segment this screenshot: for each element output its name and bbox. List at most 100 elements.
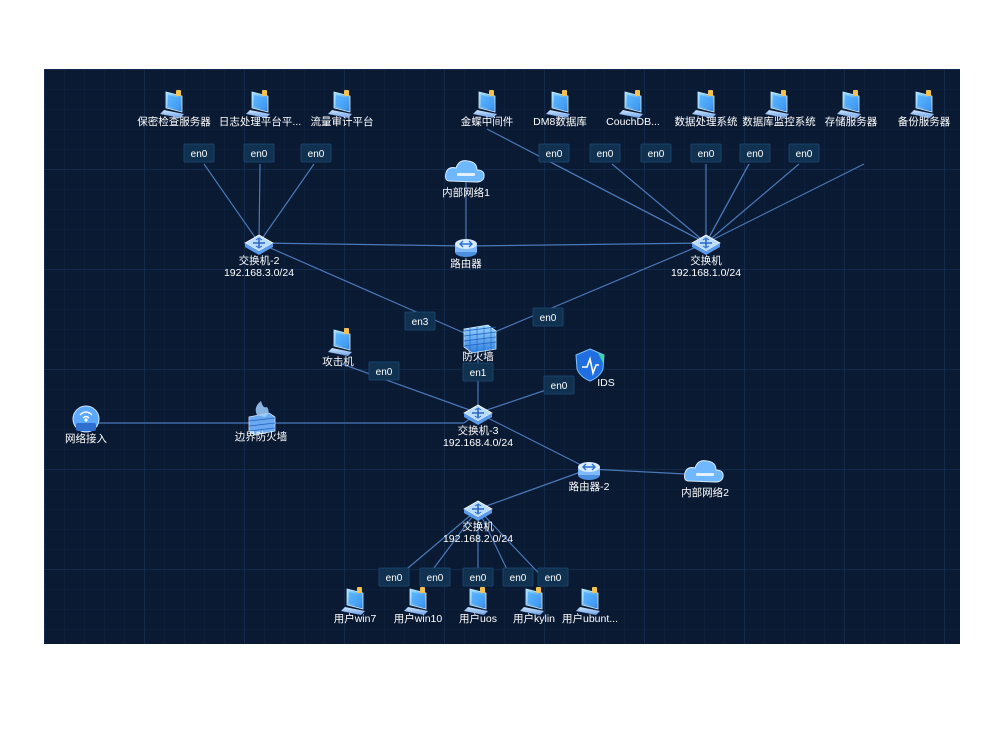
monitor-icon	[765, 90, 789, 118]
interface-tag: en0	[462, 567, 494, 587]
link-sw2-fw[interactable]	[258, 242, 479, 340]
node-fw[interactable]: 防火墙	[462, 324, 497, 363]
interface-tag-label: en0	[427, 573, 444, 584]
node-subnet: 192.168.4.0/24	[443, 437, 513, 449]
link-jiankong-sw1[interactable]	[705, 163, 750, 244]
node-ids[interactable]: IDS	[575, 348, 615, 389]
interface-tag-label: en0	[545, 573, 562, 584]
router-icon	[455, 239, 477, 257]
node-jiankong[interactable]: 数据库监控系统	[742, 90, 816, 128]
link-dm8-sw1[interactable]	[553, 163, 707, 244]
link-cunchu-sw1[interactable]	[705, 163, 800, 244]
link-ids-sw3[interactable]	[477, 388, 550, 414]
interface-tag: en0	[300, 143, 332, 163]
node-win10[interactable]: 用户win10	[394, 587, 443, 625]
monitor-icon	[546, 90, 570, 118]
node-label: CouchDB...	[606, 116, 660, 128]
interface-tag: en0	[502, 567, 534, 587]
interface-tag: en0	[739, 143, 771, 163]
node-cunchu[interactable]: 存储服务器	[825, 90, 878, 128]
interface-tag: en0	[378, 567, 410, 587]
nodes-layer: 保密检查服务器日志处理平台平... 流量审计平台 金蝶中间件 DM8数据库 CouchD…	[65, 90, 951, 625]
node-label: 用户win10	[394, 612, 443, 625]
node-gongji[interactable]: 攻击机	[322, 328, 354, 368]
interface-tag: en0	[538, 143, 570, 163]
grid-background	[44, 69, 960, 644]
link-rizhi-sw2[interactable]	[258, 163, 261, 244]
node-shuju[interactable]: 数据处理系统	[675, 90, 738, 128]
interface-tag-label: en0	[698, 149, 715, 160]
link-baomi-sw2[interactable]	[203, 163, 260, 244]
node-label: 交换机	[462, 520, 494, 533]
interface-tag-label: en0	[546, 149, 563, 160]
link-sw1-fw[interactable]	[477, 242, 707, 340]
interface-tag-label: en0	[796, 149, 813, 160]
node-label: 路由器	[450, 257, 482, 270]
node-neibu1[interactable]: 内部网络1	[442, 160, 490, 199]
node-label: 用户uos	[459, 612, 497, 625]
monitor-icon	[473, 90, 497, 118]
node-beifen[interactable]: 备份服务器	[898, 90, 951, 128]
link-sw2-luyou[interactable]	[258, 242, 467, 247]
node-ubuntu[interactable]: 用户ubunt...	[562, 587, 618, 625]
link-liuliang-sw2[interactable]	[258, 163, 315, 244]
link-couch-sw1[interactable]	[611, 163, 707, 244]
monitor-icon	[520, 587, 544, 615]
interface-tag-label: en0	[540, 313, 557, 324]
interface-tag: en0	[788, 143, 820, 163]
interface-tag-label: en0	[510, 573, 527, 584]
node-subnet: 192.168.3.0/24	[224, 267, 294, 279]
node-label: 交换机-3	[458, 424, 499, 437]
link-gongji-sw3[interactable]	[341, 363, 479, 414]
interface-tag: en3	[404, 311, 436, 331]
shield-icon	[575, 348, 605, 382]
topology-diagram[interactable]: 保密检查服务器日志处理平台平... 流量审计平台 金蝶中间件 DM8数据库 CouchD…	[44, 69, 960, 644]
monitor-icon	[837, 90, 861, 118]
interface-tag: en0	[690, 143, 722, 163]
node-dm8[interactable]: DM8数据库	[533, 90, 587, 128]
node-bianjie[interactable]: 边界防火墙	[235, 401, 288, 443]
link-luyou2-sw4[interactable]	[477, 468, 590, 510]
node-luyou2[interactable]: 路由器-2	[569, 462, 610, 493]
monitor-icon	[341, 587, 365, 615]
border-firewall-icon	[248, 401, 276, 436]
node-subnet: 192.168.1.0/24	[671, 267, 741, 279]
switch-icon	[691, 234, 721, 255]
node-label: 交换机-2	[239, 254, 280, 267]
monitor-icon	[160, 90, 184, 118]
node-neibu2[interactable]: 内部网络2	[681, 460, 729, 499]
node-rizhi[interactable]: 日志处理平台平...	[219, 90, 301, 128]
node-label: 数据处理系统	[675, 115, 738, 128]
interface-tag: en0	[589, 143, 621, 163]
node-jindie[interactable]: 金蝶中间件	[461, 90, 514, 128]
interface-tag: en0	[368, 361, 400, 381]
node-wangluo[interactable]: 网络接入	[65, 405, 107, 445]
link-sw3-luyou2[interactable]	[477, 412, 590, 470]
switch-icon	[244, 234, 274, 255]
interface-tag: en0	[640, 143, 672, 163]
interface-tag-label: en3	[412, 317, 429, 328]
node-liuliang[interactable]: 流量审计平台	[311, 90, 374, 128]
node-label: 攻击机	[322, 355, 354, 368]
topology-canvas[interactable]: 保密检查服务器日志处理平台平... 流量审计平台 金蝶中间件 DM8数据库 CouchD…	[44, 69, 960, 644]
interface-tag-label: en0	[470, 573, 487, 584]
link-beifen-sw1[interactable]	[705, 163, 865, 244]
interface-tag-label: en0	[747, 149, 764, 160]
link-luyou-sw1[interactable]	[465, 242, 707, 247]
link-ubuntu-sw4[interactable]	[477, 508, 550, 585]
monitor-icon	[464, 587, 488, 615]
node-kylin[interactable]: 用户kylin	[513, 587, 555, 625]
node-couch[interactable]: CouchDB...	[606, 90, 660, 128]
node-uos[interactable]: 用户uos	[459, 587, 497, 625]
interface-tag: en0	[532, 307, 564, 327]
node-baomi[interactable]: 保密检查服务器	[137, 90, 211, 128]
monitor-icon	[910, 90, 934, 118]
node-win7[interactable]: 用户win7	[334, 587, 377, 625]
interface-tag-label: en0	[597, 149, 614, 160]
node-luyou[interactable]: 路由器	[450, 239, 482, 270]
